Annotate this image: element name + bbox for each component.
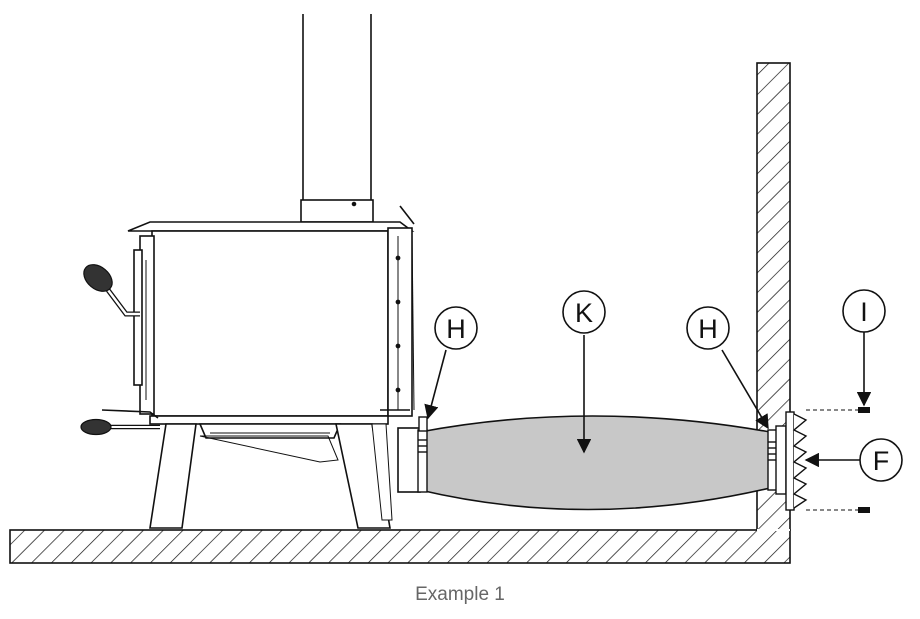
floor-hatched <box>9 529 791 564</box>
callout-f-label: F <box>873 446 890 476</box>
leader-lines <box>424 332 872 468</box>
callout-f: F <box>859 438 903 482</box>
callout-h-right: H <box>686 306 730 350</box>
flue-pipe <box>300 14 374 223</box>
callout-h-left-label: H <box>446 314 466 344</box>
callout-h-left: H <box>434 306 478 350</box>
door-handle <box>83 264 140 317</box>
air-control-handle <box>80 409 160 436</box>
screw-top <box>806 407 870 413</box>
figure-caption: Example 1 <box>415 584 505 605</box>
callout-k: K <box>562 290 606 334</box>
stove <box>127 205 415 529</box>
callout-i: I <box>842 289 886 333</box>
callout-i-label: I <box>860 297 868 327</box>
callout-k-label: K <box>575 298 593 328</box>
hose-clamp-left <box>417 416 428 493</box>
wall-vent-grille <box>775 411 808 511</box>
callout-h-right-label: H <box>698 314 718 344</box>
screw-bottom <box>806 507 870 513</box>
